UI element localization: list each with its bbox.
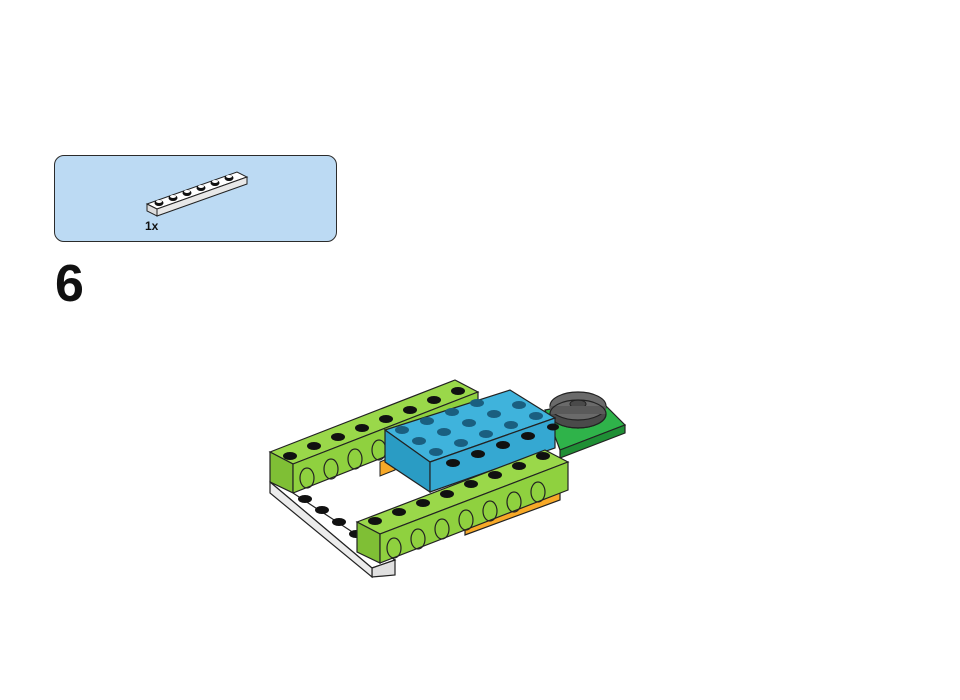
white-plate-1x6-icon <box>145 171 249 217</box>
parts-list-callout: 1x <box>54 155 337 242</box>
step-number: 6 <box>55 255 84 313</box>
part-quantity: 1x <box>145 219 159 233</box>
